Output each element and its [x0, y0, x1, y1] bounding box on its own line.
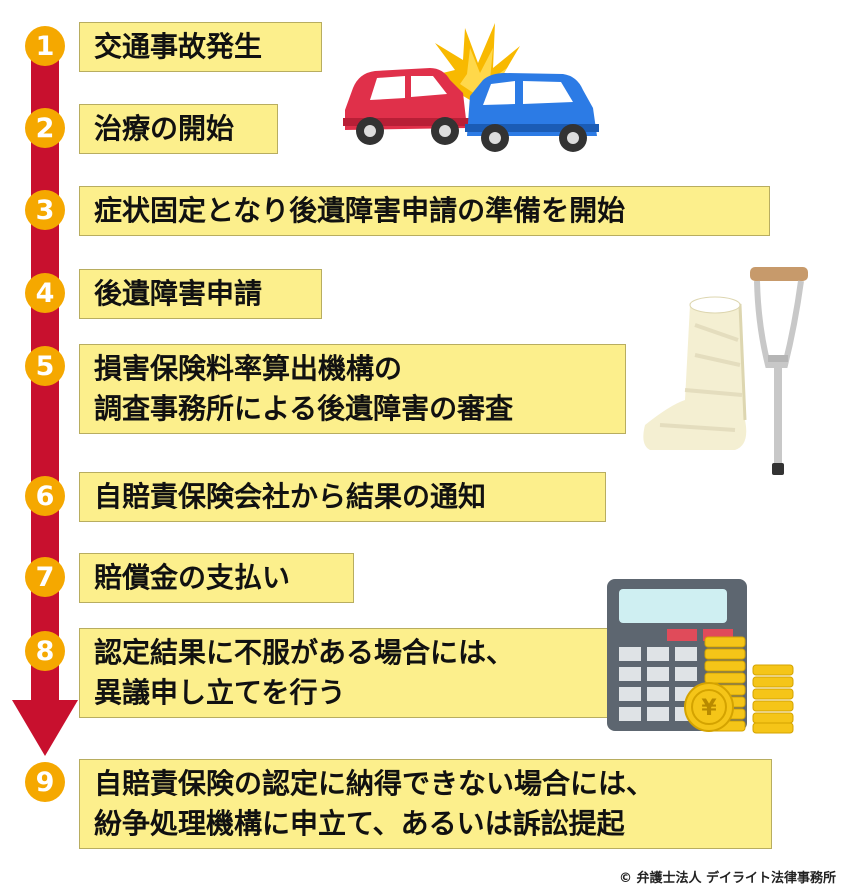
step-5-text-line-2: 調査事務所による後遺障害の審査	[94, 392, 514, 425]
step-3-box: 症状固定となり後遺障害申請の準備を開始	[79, 186, 770, 236]
step-3-text: 症状固定となり後遺障害申請の準備を開始	[94, 194, 626, 227]
step-4-box: 後遺障害申請	[79, 269, 322, 319]
step-9-number: 9	[25, 762, 65, 802]
step-5-box: 損害保険料率算出機構の 調査事務所による後遺障害の審査	[79, 344, 626, 434]
step-1-box: 交通事故発生	[79, 22, 322, 72]
blue-car-icon	[465, 73, 599, 152]
step-2-text: 治療の開始	[94, 112, 235, 145]
step-5-number: 5	[25, 346, 65, 386]
step-6-number: 6	[25, 476, 65, 516]
step-6-box: 自賠責保険会社から結果の通知	[79, 472, 606, 522]
step-7-box: 賠償金の支払い	[79, 553, 354, 603]
step-1-number: 1	[25, 26, 65, 66]
step-7-number: 7	[25, 557, 65, 597]
step-9-text-line-2: 紛争処理機構に申立て、あるいは訴訟提起	[94, 807, 625, 840]
step-8-text-line-2: 異議申し立てを行う	[94, 676, 346, 709]
leg-cast-icon	[643, 296, 747, 450]
step-9-box: 自賠責保険の認定に納得できない場合には、 紛争処理機構に申立て、あるいは訴訟提起	[79, 759, 772, 849]
crutch-icon	[750, 267, 808, 475]
car-crash-illustration	[343, 23, 599, 152]
step-1-text: 交通事故発生	[94, 30, 263, 63]
step-8-text-line-1: 認定結果に不服がある場合には、	[94, 636, 515, 669]
timeline-arrow-head	[12, 700, 78, 756]
calculator-icon	[607, 579, 747, 731]
step-4-number: 4	[25, 273, 65, 313]
step-6-text: 自賠責保険会社から結果の通知	[94, 480, 487, 513]
calculator-coins-illustration: ¥	[607, 579, 794, 734]
copyright-text: © 弁護士法人 デイライト法律事務所	[618, 871, 836, 886]
red-car-icon	[343, 68, 469, 145]
step-8-number: 8	[25, 631, 65, 671]
step-3-number: 3	[25, 190, 65, 230]
step-7-text: 賠償金の支払い	[94, 561, 291, 594]
step-4-text: 後遺障害申請	[94, 277, 263, 310]
step-5-text-line-1: 損害保険料率算出機構の	[94, 352, 403, 385]
step-2-box: 治療の開始	[79, 104, 278, 154]
cast-crutch-illustration	[643, 267, 808, 475]
step-8-box: 認定結果に不服がある場合には、 異議申し立てを行う	[79, 628, 615, 718]
step-9-text-line-1: 自賠責保険の認定に納得できない場合には、	[94, 767, 655, 800]
step-2-number: 2	[25, 108, 65, 148]
yen-symbol: ¥	[701, 696, 717, 721]
